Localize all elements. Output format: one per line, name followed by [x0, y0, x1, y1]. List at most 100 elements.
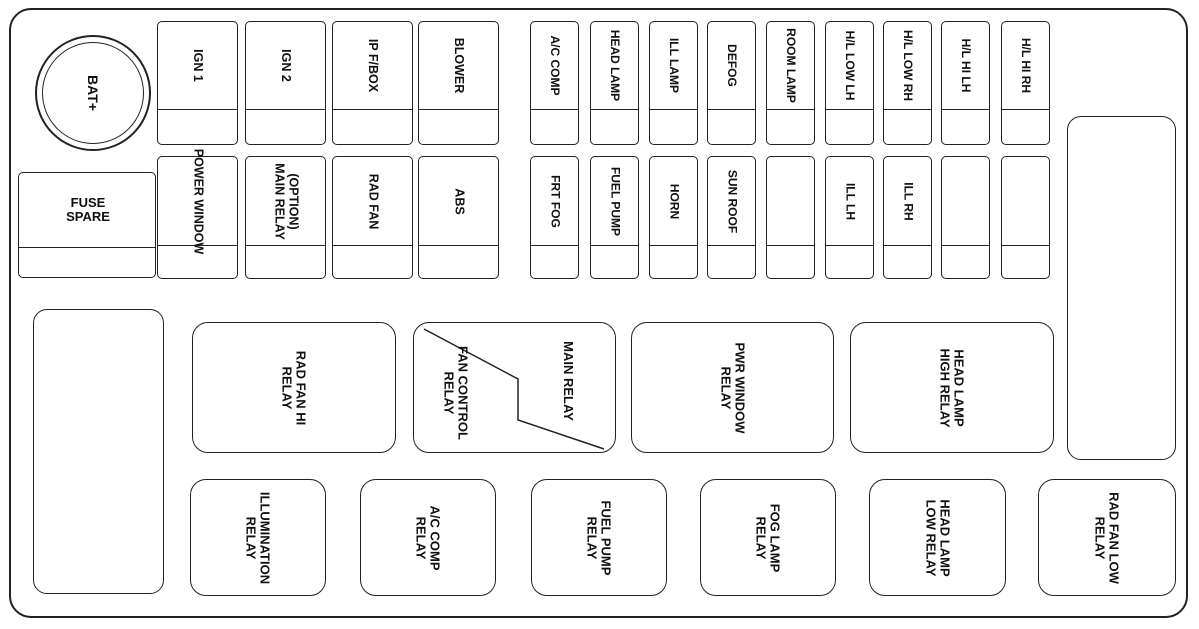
fuse-bottom-4: ABS [418, 156, 499, 279]
fuse-divider [942, 109, 989, 110]
fuse-box-outline [9, 8, 1188, 618]
fuse-label [766, 157, 815, 245]
fuse-label: (OPTION) MAIN RELAY [272, 162, 300, 240]
fuse-spare-divider [19, 247, 155, 248]
fuse-label: ROOM LAMP [783, 28, 798, 103]
fuse-divider [767, 245, 814, 246]
fuse-top-2: IGN 2 [245, 21, 326, 145]
fuse-label: H/L HI RH [1018, 37, 1033, 94]
split-relay-right-label: MAIN RELAY [560, 341, 576, 421]
relay-bottom-2: A/C COMP RELAY [360, 479, 496, 596]
relay-bottom-1-label: ILLUMINATION RELAY [244, 491, 273, 584]
fuse-divider [419, 109, 498, 110]
fuse-top-6: HEAD LAMP [590, 21, 639, 145]
relay-bottom-4-label: FOG LAMP RELAY [754, 503, 783, 572]
fuse-divider [531, 109, 578, 110]
battery-terminal-ring [42, 42, 144, 144]
fuse-divider [826, 109, 873, 110]
fuse-top-4: BLOWER [418, 21, 499, 145]
fuse-top-11: H/L LOW RH [883, 21, 932, 145]
fuse-label: POWER WINDOW [191, 148, 206, 254]
relay-bottom-5-label: HEAD LAMP LOW RELAY [923, 498, 953, 577]
fuse-label: H/L LOW RH [900, 29, 915, 102]
fuse-label: A/C COMP [547, 35, 562, 96]
fuse-label: HORN [666, 183, 681, 219]
fuse-top-1: IGN 1 [157, 21, 238, 145]
split-relay-divider [423, 328, 605, 450]
fuse-label: ABS [452, 187, 467, 215]
fuse-top-9: ROOM LAMP [766, 21, 815, 145]
fuse-top-7: ILL LAMP [649, 21, 698, 145]
fuse-label: ILL LH [842, 182, 857, 220]
relay-bottom-2-label: A/C COMP RELAY [414, 505, 443, 570]
split-relay: FAN CONTROL RELAY MAIN RELAY [413, 322, 616, 453]
fuse-bottom-7: HORN [649, 156, 698, 279]
fuse-spare-label: FUSE SPARE [66, 195, 110, 224]
blank-slot-right [1067, 116, 1176, 460]
fuse-top-10: H/L LOW LH [825, 21, 874, 145]
fuse-label: H/L LOW LH [842, 30, 857, 101]
fuse-divider [591, 245, 638, 246]
fuse-bottom-1: POWER WINDOW [157, 148, 238, 279]
fuse-spare: FUSE SPARE [18, 172, 156, 278]
fuse-divider [333, 245, 412, 246]
fuse-divider [246, 109, 325, 110]
fuse-divider [708, 109, 755, 110]
fuse-divider [826, 245, 873, 246]
relay-middle-1-label: RAD FAN HI RELAY [280, 350, 309, 425]
fuse-label: ILL RH [900, 181, 915, 221]
fuse-divider [1002, 109, 1049, 110]
fuse-divider [650, 109, 697, 110]
fuse-divider [708, 245, 755, 246]
fuse-divider [591, 109, 638, 110]
fuse-bottom-13 [1001, 156, 1050, 279]
battery-terminal: BAT+ [35, 35, 151, 151]
fuse-label: SUN ROOF [724, 169, 739, 233]
fuse-top-8: DEFOG [707, 21, 756, 145]
relay-bottom-1: ILLUMINATION RELAY [190, 479, 326, 596]
split-relay-left-label: FAN CONTROL RELAY [442, 346, 471, 440]
relay-middle-1: RAD FAN HI RELAY [192, 322, 396, 453]
relay-bottom-3-label: FUEL PUMP RELAY [585, 500, 614, 575]
fuse-bottom-5: FRT FOG [530, 156, 579, 279]
fuse-bottom-9 [766, 156, 815, 279]
relay-bottom-4: FOG LAMP RELAY [700, 479, 836, 596]
relay-bottom-6: RAD FAN LOW RELAY [1038, 479, 1176, 596]
fuse-divider [884, 245, 931, 246]
fuse-top-3: IP F/BOX [332, 21, 413, 145]
fuse-bottom-12 [941, 156, 990, 279]
fuse-label: IP F/BOX [366, 38, 381, 93]
fuse-bottom-2: (OPTION) MAIN RELAY [245, 156, 326, 279]
blank-slot-left [33, 309, 164, 594]
fuse-label: HEAD LAMP [607, 29, 622, 102]
fuse-divider [531, 245, 578, 246]
fuse-label [1001, 157, 1050, 245]
relay-bottom-3: FUEL PUMP RELAY [531, 479, 667, 596]
fuse-label: BLOWER [452, 37, 467, 94]
fuse-label: FUEL PUMP [607, 166, 622, 236]
relay-middle-2: PWR WINDOW RELAY [631, 322, 834, 453]
fuse-bottom-10: ILL LH [825, 156, 874, 279]
fuse-divider [419, 245, 498, 246]
fuse-divider [333, 109, 412, 110]
battery-terminal-label: BAT+ [85, 75, 101, 111]
fuse-label [941, 157, 990, 245]
fuse-top-13: H/L HI RH [1001, 21, 1050, 145]
relay-middle-2-label: PWR WINDOW RELAY [718, 342, 748, 433]
fuse-divider [767, 109, 814, 110]
fuse-bottom-6: FUEL PUMP [590, 156, 639, 279]
fuse-bottom-8: SUN ROOF [707, 156, 756, 279]
relay-bottom-6-label: RAD FAN LOW RELAY [1093, 491, 1122, 584]
fuse-divider [246, 245, 325, 246]
fuse-label: IGN 2 [279, 49, 294, 82]
fuse-bottom-11: ILL RH [883, 156, 932, 279]
relay-bottom-5: HEAD LAMP LOW RELAY [869, 479, 1006, 596]
fuse-label: DEFOG [724, 44, 739, 87]
fuse-label: ILL LAMP [666, 37, 681, 94]
fuse-label: FRT FOG [547, 174, 562, 228]
fuse-top-5: A/C COMP [530, 21, 579, 145]
fuse-divider [942, 245, 989, 246]
fuse-label: H/L HI LH [958, 38, 973, 93]
fuse-label: IGN 1 [191, 49, 206, 82]
fuse-divider [650, 245, 697, 246]
